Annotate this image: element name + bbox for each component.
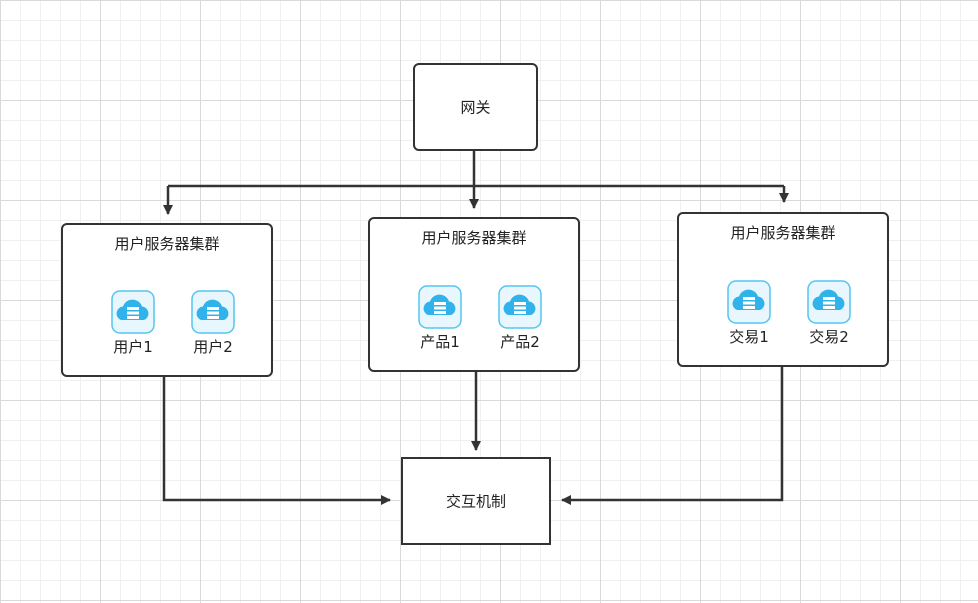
cloud-server-icon — [111, 290, 155, 334]
node-label: 交易2 — [809, 328, 849, 346]
cloud-server-icon — [418, 285, 462, 329]
gateway-label: 网关 — [460, 98, 491, 117]
node-label: 产品1 — [420, 333, 460, 351]
server-node-trade-2[interactable]: 交易2 — [799, 280, 859, 347]
cluster-title: 用户服务器集群 — [421, 229, 527, 247]
node-label: 用户2 — [193, 338, 233, 356]
arrow-trades-to-interaction — [561, 366, 784, 505]
server-node-trade-1[interactable]: 交易1 — [719, 280, 779, 347]
cluster-box-users[interactable]: 用户服务器集群 用户1 用户2 — [61, 223, 273, 377]
cluster-title: 用户服务器集群 — [730, 224, 836, 242]
arrow-users-to-interaction — [162, 376, 391, 505]
node-label: 交易1 — [729, 328, 769, 346]
cluster-box-trades[interactable]: 用户服务器集群 交易1 交易2 — [677, 212, 889, 367]
cluster-box-products[interactable]: 用户服务器集群 产品1 产品2 — [368, 217, 580, 372]
node-label: 产品2 — [500, 333, 540, 351]
interaction-box[interactable]: 交互机制 — [401, 457, 551, 545]
server-node-product-2[interactable]: 产品2 — [490, 285, 550, 352]
cloud-server-icon — [191, 290, 235, 334]
cloud-server-icon — [807, 280, 851, 324]
cloud-server-icon — [727, 280, 771, 324]
server-node-user-1[interactable]: 用户1 — [103, 290, 163, 357]
server-node-product-1[interactable]: 产品1 — [410, 285, 470, 352]
server-node-user-2[interactable]: 用户2 — [183, 290, 243, 357]
node-label: 用户1 — [113, 338, 153, 356]
cloud-server-icon — [498, 285, 542, 329]
cluster-title: 用户服务器集群 — [114, 235, 220, 253]
interaction-label: 交互机制 — [445, 492, 506, 511]
gateway-box[interactable]: 网关 — [413, 63, 538, 151]
